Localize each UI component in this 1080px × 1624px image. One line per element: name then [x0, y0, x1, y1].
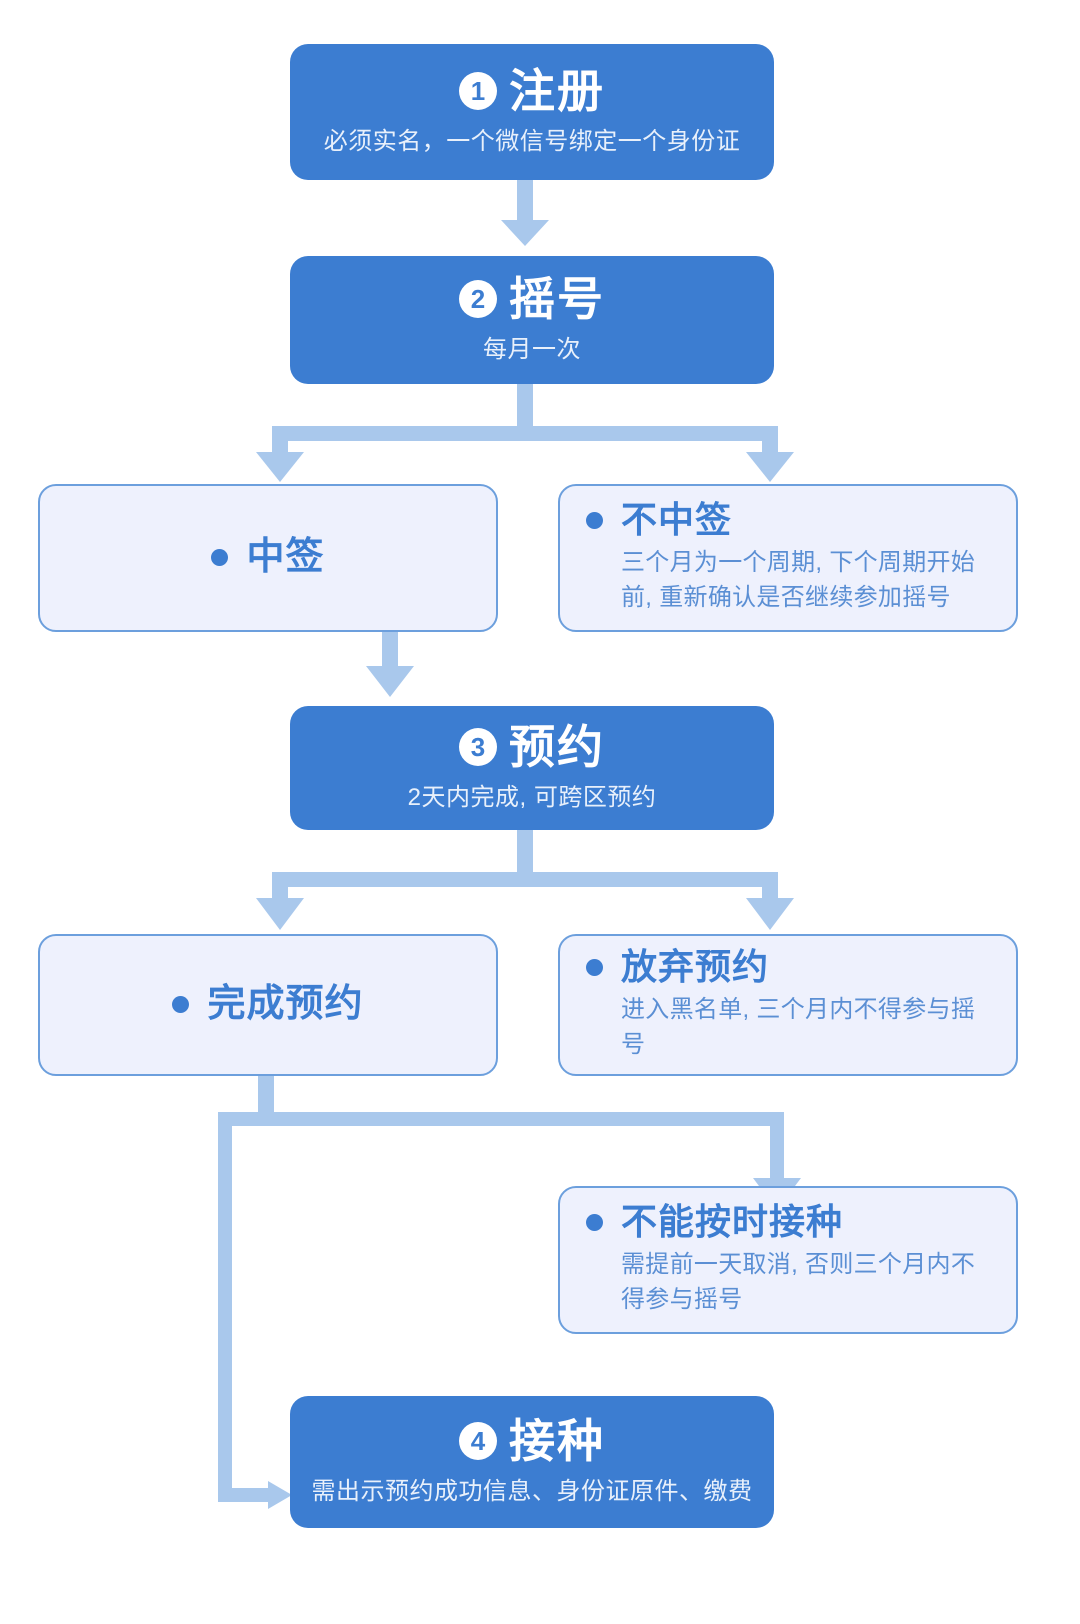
outcome-zhongqian[interactable]: 中签: [38, 484, 498, 632]
step-1-register[interactable]: 1 注册 必须实名，一个微信号绑定一个身份证: [290, 44, 774, 180]
step-3-badge: 3: [459, 727, 497, 766]
outcome-fangqi-yuyue-title: 放弃预约: [621, 946, 770, 988]
outcome-fangqi-yuyue-subtitle: 进入黑名单, 三个月内不得参与摇号: [621, 996, 976, 1058]
outcome-buzhongqian[interactable]: 不中签 三个月为一个周期, 下个周期开始前, 重新确认是否继续参加摇号: [558, 484, 1018, 632]
step-1-title-row: 1 注册: [459, 67, 605, 115]
step-4-badge: 4: [459, 1421, 497, 1460]
bullet-icon: [211, 549, 229, 567]
step-2-lottery[interactable]: 2 摇号 每月一次: [290, 256, 774, 384]
arrow-zhongqian-to-step3: [366, 632, 414, 697]
step-3-appointment[interactable]: 3 预约 2天内完成, 可跨区预约: [290, 706, 774, 830]
outcome-zhongqian-row: 中签: [40, 536, 496, 579]
step-4-title: 接种: [509, 1414, 605, 1467]
outcome-bu-neng-anshi-jiezhong-subtitle: 需提前一天取消, 否则三个月内不得参与摇号: [621, 1251, 976, 1313]
step-3-title-row: 3 预约: [459, 723, 605, 771]
outcome-fangqi-yuyue[interactable]: 放弃预约 进入黑名单, 三个月内不得参与摇号: [558, 934, 1018, 1076]
outcome-buzhongqian-row: 不中签: [586, 500, 990, 540]
step-2-title-row: 2 摇号: [459, 275, 605, 323]
step-3-title: 预约: [509, 720, 605, 773]
arrow-step3-branch: [256, 830, 794, 930]
step-2-subtitle: 每月一次: [483, 336, 581, 364]
step-1-badge: 1: [459, 71, 497, 110]
arrow-step1-to-step2: [501, 180, 549, 246]
step-4-subtitle: 需出示预约成功信息、身份证原件、缴费: [311, 1478, 753, 1506]
step-2-title: 摇号: [509, 272, 605, 325]
outcome-bu-neng-anshi-jiezhong-title: 不能按时接种: [621, 1201, 844, 1243]
outcome-buzhongqian-title: 不中签: [621, 499, 733, 541]
outcome-zhongqian-title: 中签: [246, 536, 325, 579]
step-1-subtitle: 必须实名，一个微信号绑定一个身份证: [323, 128, 741, 156]
outcome-wancheng-yuyue-title: 完成预约: [207, 983, 364, 1026]
step-1-title: 注册: [509, 64, 605, 117]
outcome-wancheng-yuyue[interactable]: 完成预约: [38, 934, 498, 1076]
step-4-vaccination[interactable]: 4 接种 需出示预约成功信息、身份证原件、缴费: [290, 1396, 774, 1528]
outcome-fangqi-yuyue-row: 放弃预约: [586, 947, 990, 987]
outcome-bu-neng-anshi-jiezhong-row: 不能按时接种: [586, 1202, 990, 1242]
bullet-icon: [586, 511, 603, 529]
outcome-bu-neng-anshi-jiezhong[interactable]: 不能按时接种 需提前一天取消, 否则三个月内不得参与摇号: [558, 1186, 1018, 1334]
bullet-icon: [172, 996, 190, 1014]
step-2-badge: 2: [459, 279, 497, 318]
bullet-icon: [586, 958, 603, 976]
outcome-wancheng-yuyue-row: 完成预约: [40, 983, 496, 1026]
arrow-step2-branch: [256, 384, 794, 482]
step-3-subtitle: 2天内完成, 可跨区预约: [407, 784, 657, 812]
outcome-buzhongqian-subtitle: 三个月为一个周期, 下个周期开始前, 重新确认是否继续参加摇号: [621, 549, 976, 611]
step-4-title-row: 4 接种: [459, 1417, 605, 1465]
bullet-icon: [586, 1213, 603, 1231]
